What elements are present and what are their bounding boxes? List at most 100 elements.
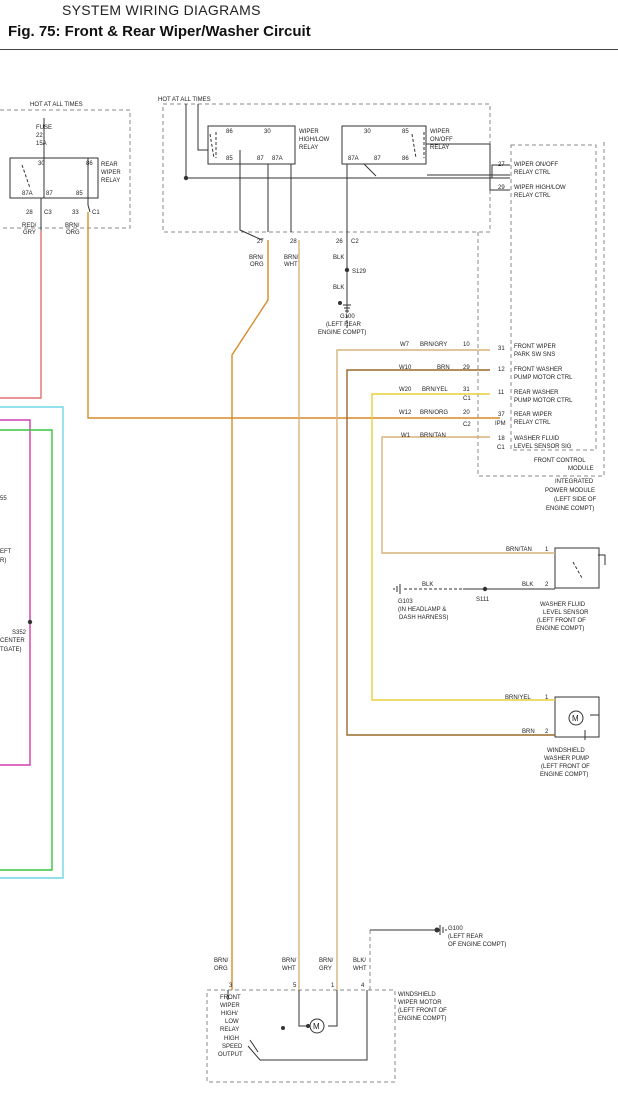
ipm-label-1: INTEGRATED [555, 479, 594, 485]
w10-pin: 29 [463, 365, 470, 371]
motor-c1-color-1: BRN/ [319, 958, 334, 964]
fcm-pin-31: 31 [498, 346, 505, 352]
motor-pin-4: 4 [361, 983, 365, 989]
left-r-label: R) [0, 558, 6, 564]
w20-color: BRN/YEL [422, 387, 448, 393]
pump-motor-symbol [568, 710, 584, 726]
pump-pin-2: 2 [545, 729, 549, 735]
fuse-number: 22 [36, 133, 43, 139]
page-title: Fig. 75: Front & Rear Wiper/Washer Circu… [8, 23, 311, 40]
w7-color: BRN/GRY [420, 342, 447, 348]
ground-g103-icon [393, 584, 401, 594]
hl-relay-label-3: RELAY [299, 145, 318, 151]
fcm-pin-37: 37 [498, 412, 505, 418]
rear-relay-pin-87a: 87A [22, 191, 33, 197]
ipm-label-4: ENGINE COMPT) [546, 506, 594, 512]
g103-loc-2: DASH HARNESS) [399, 615, 448, 621]
fcm-pin-12: 12 [498, 367, 505, 373]
pump-label-2: WASHER PUMP [544, 756, 589, 762]
hl-relay-pin-30: 30 [264, 129, 271, 135]
fcm-pin-37-label-2: RELAY CTRL [514, 420, 551, 426]
motor-inner-3: HIGH/ [221, 1011, 238, 1017]
pump-label-1: WINDSHIELD [547, 748, 585, 754]
oo-relay-pin-86: 86 [402, 156, 409, 162]
pin-28: 28 [290, 239, 297, 245]
g100b-loc-1: (LEFT REAR [448, 934, 484, 940]
windshield-washer-pump [554, 696, 600, 738]
ipm-label-3: (LEFT SIDE OF [554, 497, 597, 503]
pump-label-3: (LEFT FRONT OF [541, 764, 590, 770]
rear-relay-pin-85: 85 [76, 191, 83, 197]
c1-label-a: C1 [92, 210, 100, 216]
hl-relay-label-1: WIPER [299, 129, 319, 135]
hl-relay-pin-86: 86 [226, 129, 233, 135]
brn-org-front-1: BRN/ [249, 255, 264, 261]
brn-org-front-2: ORG [250, 262, 264, 268]
g100b-loc-2: OF ENGINE COMPT) [448, 942, 506, 948]
wire-magenta [0, 419, 31, 766]
ground-g100b-icon [439, 925, 447, 935]
rear-wiper-relay [9, 157, 99, 199]
oo-relay-pin-87: 87 [374, 156, 381, 162]
s352-label: S352 [12, 630, 27, 636]
left-pin-55: 55 [0, 496, 7, 502]
pump-label-4: ENGINE COMPT) [540, 772, 588, 778]
motor-c4-color-1: BLK/ [353, 958, 366, 964]
w10-label: W10 [399, 365, 412, 371]
hot-at-all-times-right: HOT AT ALL TIMES [158, 97, 211, 103]
fcm-pin-31-label-1: FRONT WIPER [514, 344, 557, 350]
motor-inner-1: FRONT [220, 995, 241, 1001]
blk-label-a: BLK [333, 255, 344, 261]
wire-brn-yel [371, 393, 555, 701]
s129-label: S129 [352, 269, 367, 275]
motor-label-4: ENGINE COMPT) [398, 1016, 446, 1022]
w7-label: W7 [400, 342, 410, 348]
ipm-label-2: POWER MODULE [545, 488, 595, 494]
sensor-blk-1: BLK [422, 582, 433, 588]
hl-relay-pin-87: 87 [257, 156, 264, 162]
g100-label: G100 [340, 314, 355, 320]
fuse-amperage: 15A [36, 141, 47, 147]
oo-relay-pin-30: 30 [364, 129, 371, 135]
hl-relay-pin-85: 85 [226, 156, 233, 162]
motor-c5-color-1: BRN/ [282, 958, 297, 964]
ipm-label-small: IPM [495, 421, 506, 427]
brn-wht-2: WHT [284, 262, 298, 268]
w7-pin: 10 [463, 342, 470, 348]
fcm-pin-11: 11 [498, 390, 505, 396]
motor-pin-3: 3 [229, 983, 233, 989]
red-gry-label-1: RED/ [22, 223, 37, 229]
ground-g100-icon [343, 304, 351, 312]
fcm-pin-11-label-1: REAR WASHER [514, 390, 559, 396]
fcm-pin-29-label-2: RELAY CTRL [514, 193, 551, 199]
wiper-high-low-relay [207, 125, 296, 165]
motor-symbol [309, 1018, 325, 1034]
fcm-pin-29: 29 [498, 185, 505, 191]
sensor-label-4: ENGINE COMPT) [536, 626, 584, 632]
w12-pin: 20 [463, 410, 470, 416]
left-tgate-label: TGATE) [0, 647, 22, 653]
w1-label: W1 [401, 433, 411, 439]
pin-27: 27 [257, 239, 264, 245]
w10-color: BRN [437, 365, 450, 371]
c1-label-c: C1 [497, 445, 505, 451]
left-fuse-box [0, 109, 131, 229]
brn-org-label-2: ORG [66, 230, 80, 236]
w12-color: BRN/ORG [420, 410, 448, 416]
motor-c4-color-2: WHT [353, 966, 367, 972]
sensor-label-1: WASHER FLUID [540, 602, 586, 608]
header-divider [0, 49, 618, 50]
g100b-label: G100 [448, 926, 463, 932]
sensor-pin-1: 1 [545, 547, 549, 553]
right-relay-box [162, 103, 491, 233]
fcm-pin-27-label-2: RELAY CTRL [514, 170, 551, 176]
motor-c1-color-2: GRY [319, 966, 332, 972]
motor-label: M [313, 1022, 320, 1031]
sensor-label-2: LEVEL SENSOR [543, 610, 589, 616]
fcm-pin-27: 27 [498, 162, 505, 168]
wire-cyan [0, 406, 64, 879]
g100-loc-1: (LEFT REAR [326, 322, 362, 328]
sensor-blk-2: BLK [522, 582, 533, 588]
motor-c5-color-2: WHT [282, 966, 296, 972]
hl-relay-label-2: HIGH/LOW [299, 137, 330, 143]
